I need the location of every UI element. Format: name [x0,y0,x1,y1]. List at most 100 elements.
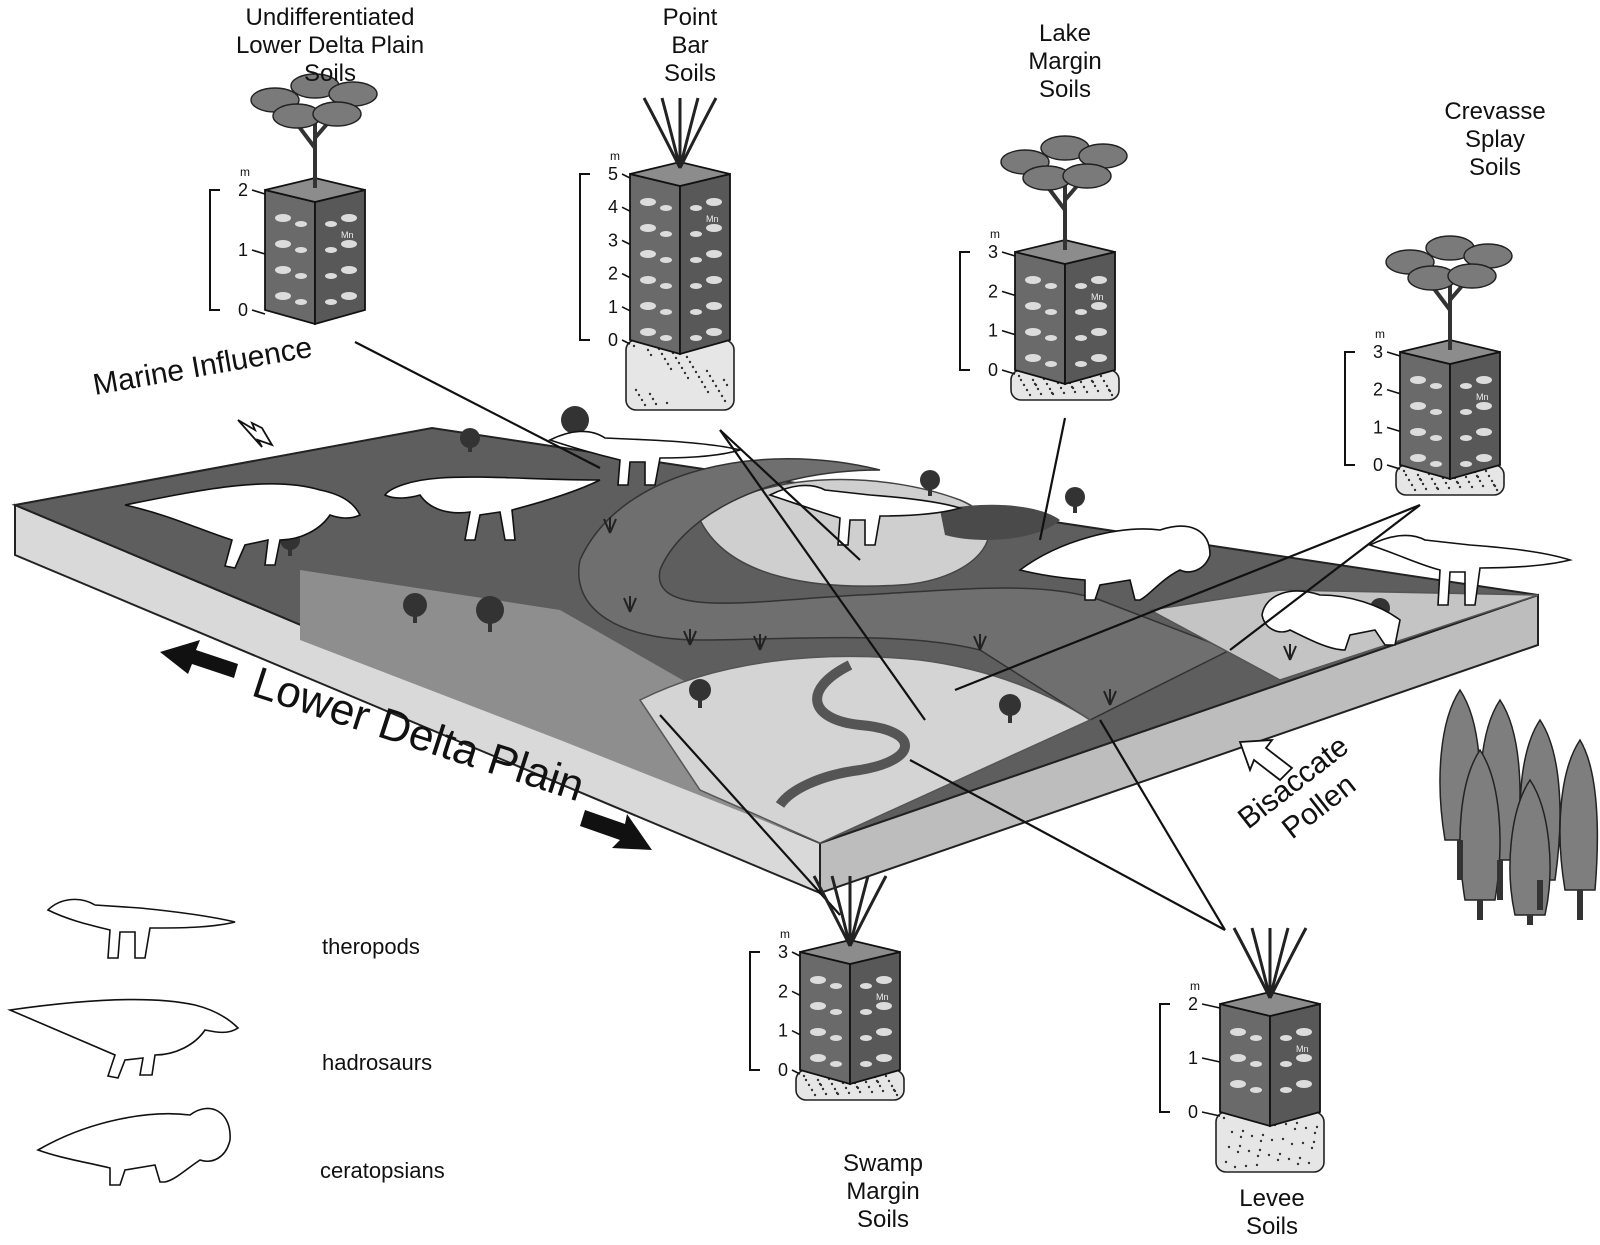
scale-tick [1001,329,1016,336]
theropod-legend-icon [46,898,236,959]
stipple [648,392,652,396]
scale-tick-label: 1 [608,297,618,317]
nodule [660,283,672,289]
fern-frond [660,97,682,169]
scale-tick [791,1029,801,1036]
scale-tick-label: 5 [608,164,618,184]
stipple [833,1087,837,1091]
arrows [160,419,1294,850]
stipple [677,361,681,365]
stipple [807,1083,811,1087]
stipple [1099,374,1103,378]
scale-tick [251,249,266,255]
stipple [1250,1134,1254,1138]
scale-tick-label: 1 [988,321,998,341]
scale-tick [621,173,631,179]
stipple [1458,485,1462,489]
nodule [706,302,722,310]
stipple [1238,1144,1242,1148]
stipple [1416,473,1420,477]
nodule [706,198,722,206]
stipple [722,378,726,382]
scale-unit: m [610,149,620,163]
stipple [890,1084,894,1088]
stream [775,660,910,809]
nodule [1091,276,1107,284]
stipple [1247,1149,1251,1153]
column-top-face [629,161,731,187]
stipple [1447,486,1451,490]
stipple [688,360,692,364]
stipple [1470,485,1474,489]
nodule [325,221,337,227]
stipple [717,389,721,393]
stipple [1402,469,1406,473]
label-line: Levee [1239,1185,1305,1212]
nodule [1091,302,1107,310]
nodule [341,292,357,300]
scale-tick-label: 0 [988,360,998,380]
nodule [1430,409,1442,415]
stipple [634,388,638,392]
stipple [892,1088,896,1092]
nodule [1045,361,1057,367]
theropod-1 [547,430,744,486]
label-line: Swamp [842,1150,924,1177]
theropod-3 [1367,534,1573,606]
scale-tick-label: 2 [1373,380,1383,400]
pollen-arrow [1238,738,1294,782]
nodule [1230,1080,1246,1088]
manganese-glyph: Mn [1296,1044,1309,1054]
stipple [1478,479,1482,483]
stipple [1413,488,1417,492]
hadrosaur-2 [383,476,601,541]
scale-tick [1386,388,1401,395]
scale-tick [1001,369,1016,375]
stipple [1281,1137,1285,1141]
scale-tick-label: 1 [1188,1048,1198,1068]
column-top-face [1399,339,1501,365]
scale-tick [1201,1057,1221,1063]
scale-unit: m [1190,979,1200,993]
nodule [1075,309,1087,315]
nodule [660,335,672,341]
scale-tick-label: 3 [778,942,788,962]
stipple [1233,1165,1237,1169]
stipple [1256,1154,1260,1158]
stipple [802,1074,806,1078]
stipple [878,1084,882,1088]
nodule [295,247,307,253]
stipple [835,1091,839,1095]
column-right-face [679,172,731,356]
stipple [810,1088,814,1092]
stipple [887,1079,891,1083]
label-line: Soils [1468,154,1522,181]
label-line: Undifferentiated [245,4,415,31]
scale-tick [791,951,801,957]
stipple [723,399,727,403]
nodule [325,299,337,305]
nodule [690,231,702,237]
stipple [824,1092,828,1096]
nodule [876,1028,892,1036]
stipple [1484,469,1488,473]
stipple [867,1085,871,1089]
stipple [1304,1126,1308,1130]
nodule [1410,402,1426,410]
column-top-face [264,177,366,203]
stipple [1464,475,1468,479]
stipple [1090,379,1094,383]
fern-frond [642,97,682,169]
delta-arrow-left [160,640,238,678]
stipple [855,1085,859,1089]
nodule [1250,1035,1262,1041]
nodule [640,276,656,284]
nodule [810,976,826,984]
nodule [1250,1087,1262,1093]
stipple [844,1086,848,1090]
stipple [1028,393,1032,397]
column-left-face [264,188,316,326]
